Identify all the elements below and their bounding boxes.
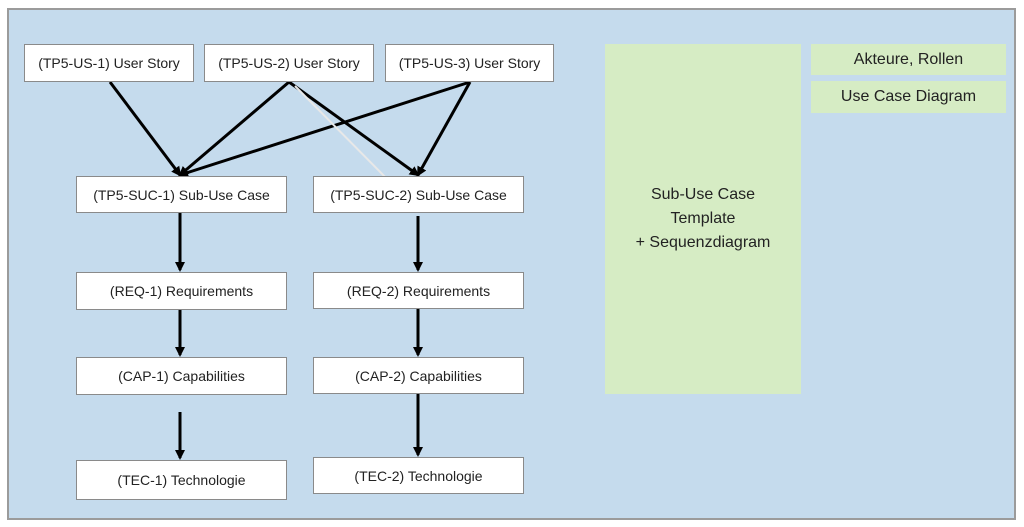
capabilities-label: (CAP-1) Capabilities: [118, 368, 245, 384]
capabilities-label: (CAP-2) Capabilities: [355, 367, 482, 384]
requirements-box[interactable]: (REQ-1) Requirements: [76, 272, 287, 310]
template-line-2: Template: [670, 210, 736, 227]
sub-use-case-box[interactable]: (TP5-SUC-2) Sub-Use Case: [313, 176, 524, 213]
user-story-label: (TP5-US-3) User Story: [398, 55, 541, 71]
sub-use-case-label: (TP5-SUC-2) Sub-Use Case: [330, 186, 507, 203]
edge-us1-suc1: [108, 81, 182, 177]
requirements-label: (REQ-1) Requirements: [109, 283, 254, 299]
edge-us2-suc1: [178, 80, 290, 177]
use-case-diagram-note: Use Case Diagram: [811, 81, 1006, 113]
actors-roles-note: Akteure, Rollen: [811, 44, 1006, 75]
template-line-1: Sub-Use Case: [650, 186, 756, 203]
edge-us2-suc2: [288, 80, 420, 177]
template-line-3: + Sequenzdiagram: [635, 234, 771, 251]
actors-roles-label: Akteure, Rollen: [853, 50, 964, 68]
use-case-diagram-label: Use Case Diagram: [840, 88, 977, 105]
user-story-box[interactable]: (TP5-US-3) User Story: [385, 44, 554, 82]
technologie-label: (TEC-2) Technologie: [354, 467, 483, 484]
technologie-label: (TEC-1) Technologie: [117, 472, 246, 488]
highlight-line: [294, 85, 399, 191]
requirements-box[interactable]: (REQ-2) Requirements: [313, 272, 524, 309]
edge-us3-suc2: [416, 81, 472, 177]
capabilities-box[interactable]: (CAP-1) Capabilities: [76, 357, 287, 395]
requirements-label: (REQ-2) Requirements: [346, 282, 491, 299]
capabilities-box[interactable]: (CAP-2) Capabilities: [313, 357, 524, 394]
technologie-box[interactable]: (TEC-2) Technologie: [313, 457, 524, 494]
user-story-label: (TP5-US-1) User Story: [38, 55, 180, 71]
sub-use-case-template-note: Sub-Use Case Template + Sequenzdiagram: [605, 44, 801, 394]
edge-us3-suc1: [178, 80, 471, 178]
sub-use-case-box[interactable]: (TP5-SUC-1) Sub-Use Case: [76, 176, 287, 213]
technologie-box[interactable]: (TEC-1) Technologie: [76, 460, 287, 500]
sub-use-case-label: (TP5-SUC-1) Sub-Use Case: [93, 186, 270, 203]
user-story-box[interactable]: (TP5-US-2) User Story: [204, 44, 374, 82]
user-story-box[interactable]: (TP5-US-1) User Story: [24, 44, 194, 82]
user-story-label: (TP5-US-2) User Story: [218, 55, 360, 71]
